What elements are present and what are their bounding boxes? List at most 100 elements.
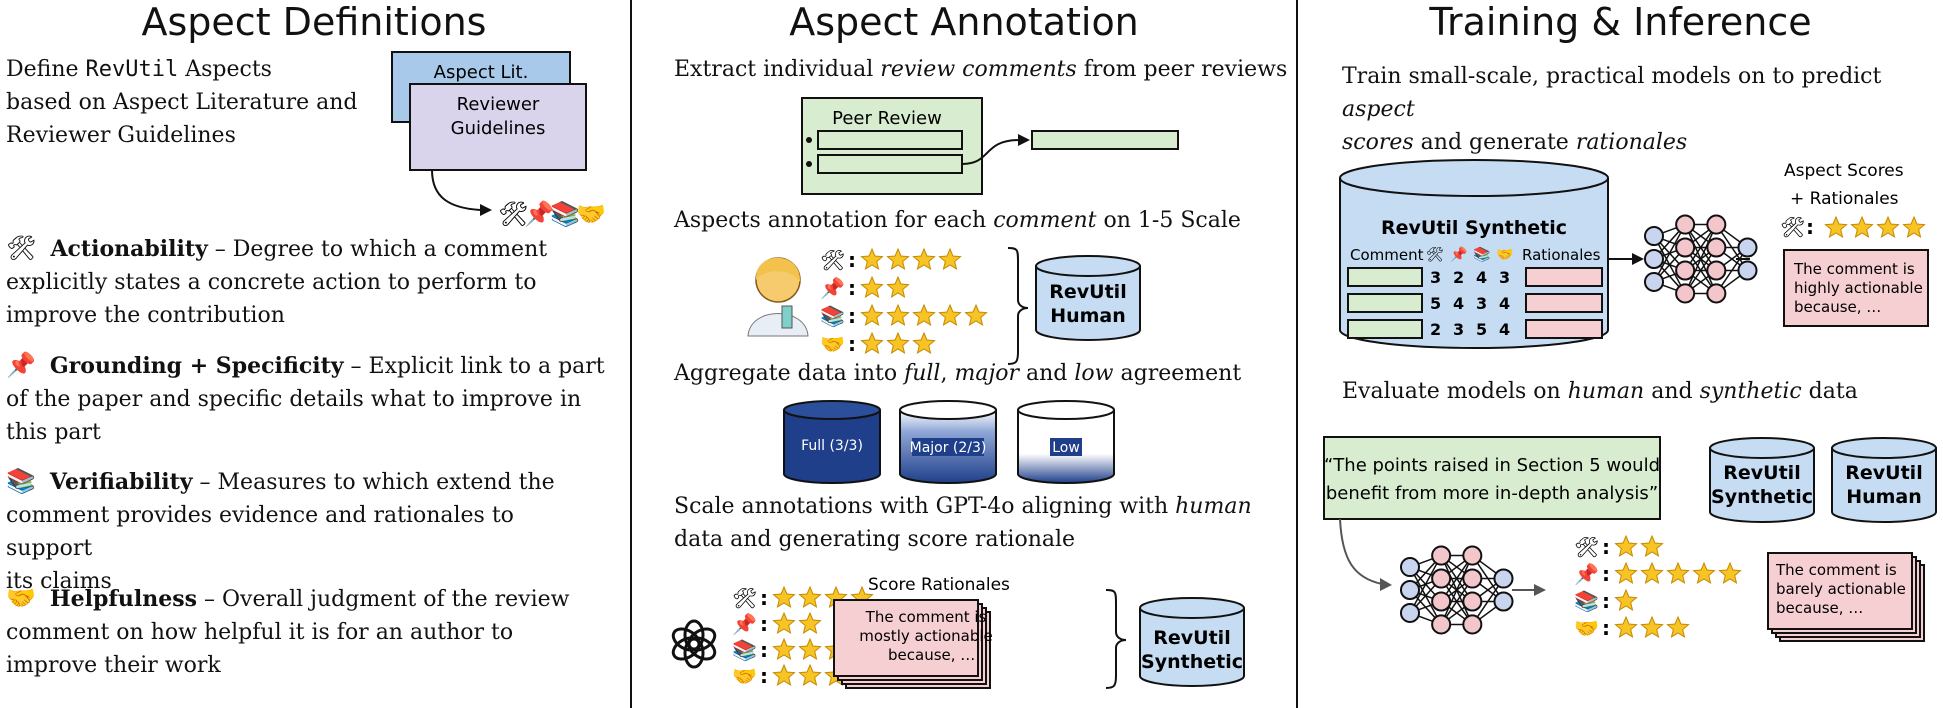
- quote-line-2: benefit from more in-depth analysis”: [1326, 483, 1658, 504]
- panel-title-annotation: Aspect Annotation: [789, 0, 1139, 44]
- eval-text: Evaluate models on human and synthetic d…: [1342, 379, 1858, 404]
- db-eval-synthetic: RevUtil Synthetic: [1709, 437, 1815, 523]
- comment-line-2: [817, 154, 963, 174]
- star-icon: [938, 247, 962, 270]
- nn-edge: [1653, 224, 1686, 283]
- table-score-cell: 2: [1430, 320, 1441, 339]
- colon: :: [760, 638, 768, 662]
- colon: :: [760, 586, 768, 610]
- pred-line-1: The comment is: [1775, 561, 1897, 579]
- star-icon: [1718, 561, 1742, 584]
- nn-node: [1462, 614, 1483, 635]
- annotation-graphics: Peer Review 🛠:📌:📚:🤝: RevUtil Human: [671, 97, 1245, 689]
- nn-node: [1675, 214, 1696, 235]
- nn-node: [1643, 248, 1665, 270]
- pushpin-icon: 📌: [732, 612, 757, 636]
- colon: :: [848, 304, 856, 328]
- col-rationales-header: Rationales: [1522, 246, 1601, 264]
- colon: :: [760, 664, 768, 688]
- cylinder-major-label: Major (2/3): [910, 440, 987, 456]
- star-icon: [912, 303, 936, 326]
- nn-node: [1493, 568, 1514, 589]
- comment-line-1: [817, 130, 963, 150]
- scientist-icon: [747, 257, 809, 337]
- star-icon: [1824, 215, 1848, 238]
- human-star-rows: 🛠:📌:📚:🤝:: [820, 247, 988, 356]
- nn-node: [1399, 579, 1421, 601]
- output-rationale-card: [1783, 249, 1929, 327]
- aspect-grounding: 📌 Grounding + Specificity – Explicit lin…: [6, 351, 605, 445]
- peer-review-label: Peer Review: [832, 108, 942, 129]
- db-human-label-1: RevUtil: [1049, 281, 1126, 303]
- extracted-comment: [1031, 130, 1179, 150]
- star-icon: [1666, 561, 1690, 584]
- star-icon: [886, 303, 910, 326]
- star-icon: [886, 331, 910, 354]
- star-icon: [860, 303, 884, 326]
- eval-star-rows: 🛠:📌:📚:🤝:: [1574, 534, 1742, 640]
- nn-edge: [1684, 224, 1718, 294]
- star-icon: [1692, 561, 1716, 584]
- nn-edge: [1409, 555, 1442, 614]
- aspect-annotation-panel: Aspect Annotation Extract individual rev…: [632, 0, 1296, 708]
- tools-icon: 🛠: [1574, 535, 1599, 559]
- star-icon: [798, 585, 822, 608]
- table-score-cell: 3: [1430, 268, 1441, 287]
- divider-left: [630, 0, 632, 708]
- rationale-line-2: mostly actionable: [859, 627, 993, 645]
- star-icon: [1850, 215, 1874, 238]
- star-icon: [860, 331, 884, 354]
- star-icon: [912, 247, 936, 270]
- nn-node: [1399, 602, 1421, 623]
- books-icon: 📚: [732, 638, 757, 662]
- reviewer-label-2: Guidelines: [451, 118, 546, 139]
- arrow-to-model-head: [1632, 253, 1644, 265]
- nn-node: [1675, 283, 1696, 304]
- colon: :: [760, 612, 768, 636]
- star-icon: [1640, 615, 1664, 638]
- table-score-cell: 3: [1453, 320, 1464, 339]
- reviewer-label-1: Reviewer: [457, 94, 540, 115]
- extract-arrow: [961, 139, 1021, 165]
- divider-right: [1296, 0, 1298, 708]
- arrow-to-aspects: [431, 169, 481, 211]
- reviewer-guidelines-doc: [409, 83, 587, 171]
- top-star-rating: [1824, 215, 1926, 238]
- nn-node: [1675, 237, 1696, 258]
- bullet-2: [806, 161, 812, 167]
- star-icon: [964, 303, 988, 326]
- table-comment-cell: [1347, 319, 1423, 339]
- handshake-icon: 🤝: [6, 584, 36, 612]
- star-icon: [1614, 561, 1638, 584]
- cylinder-full: Full (3/3): [783, 400, 881, 484]
- tools-icon: 🛠: [732, 586, 757, 610]
- books-icon: 📚: [1574, 589, 1599, 613]
- table-score-cell: 5: [1430, 294, 1441, 313]
- db-revutil-synthetic: RevUtil Synthetic: [1139, 597, 1245, 687]
- nn-node: [1706, 214, 1727, 235]
- nn-node: [1737, 260, 1758, 281]
- panel-title-definitions: Aspect Definitions: [141, 0, 487, 44]
- rationale-line-1: The comment is: [865, 608, 987, 626]
- rationale-line-3: because, …: [888, 646, 975, 664]
- handshake-icon: 🤝: [1496, 247, 1513, 263]
- tools-icon: 🛠: [498, 200, 528, 228]
- nn-node: [1431, 568, 1452, 589]
- star-icon: [1902, 215, 1926, 238]
- table-score-cell: 4: [1499, 294, 1510, 313]
- bullet-1: [806, 137, 812, 143]
- nn-node: [1462, 568, 1483, 589]
- pushpin-icon: 📌: [1574, 562, 1599, 586]
- table-comment-cell: [1347, 293, 1423, 313]
- rationale-card: [833, 599, 979, 677]
- nn-node: [1399, 557, 1421, 578]
- out-line-3: because, …: [1794, 298, 1881, 316]
- star-icon: [912, 331, 936, 354]
- colon: :: [848, 248, 856, 272]
- books-icon: 📚: [1473, 246, 1490, 263]
- books-icon: 📚: [550, 200, 580, 228]
- brace-human: [1007, 247, 1029, 365]
- brace-synthetic: [1105, 589, 1127, 689]
- star-icon: [772, 637, 796, 660]
- aspect-verifiability: 📚 Verifiability – Measures to which exte…: [6, 467, 555, 594]
